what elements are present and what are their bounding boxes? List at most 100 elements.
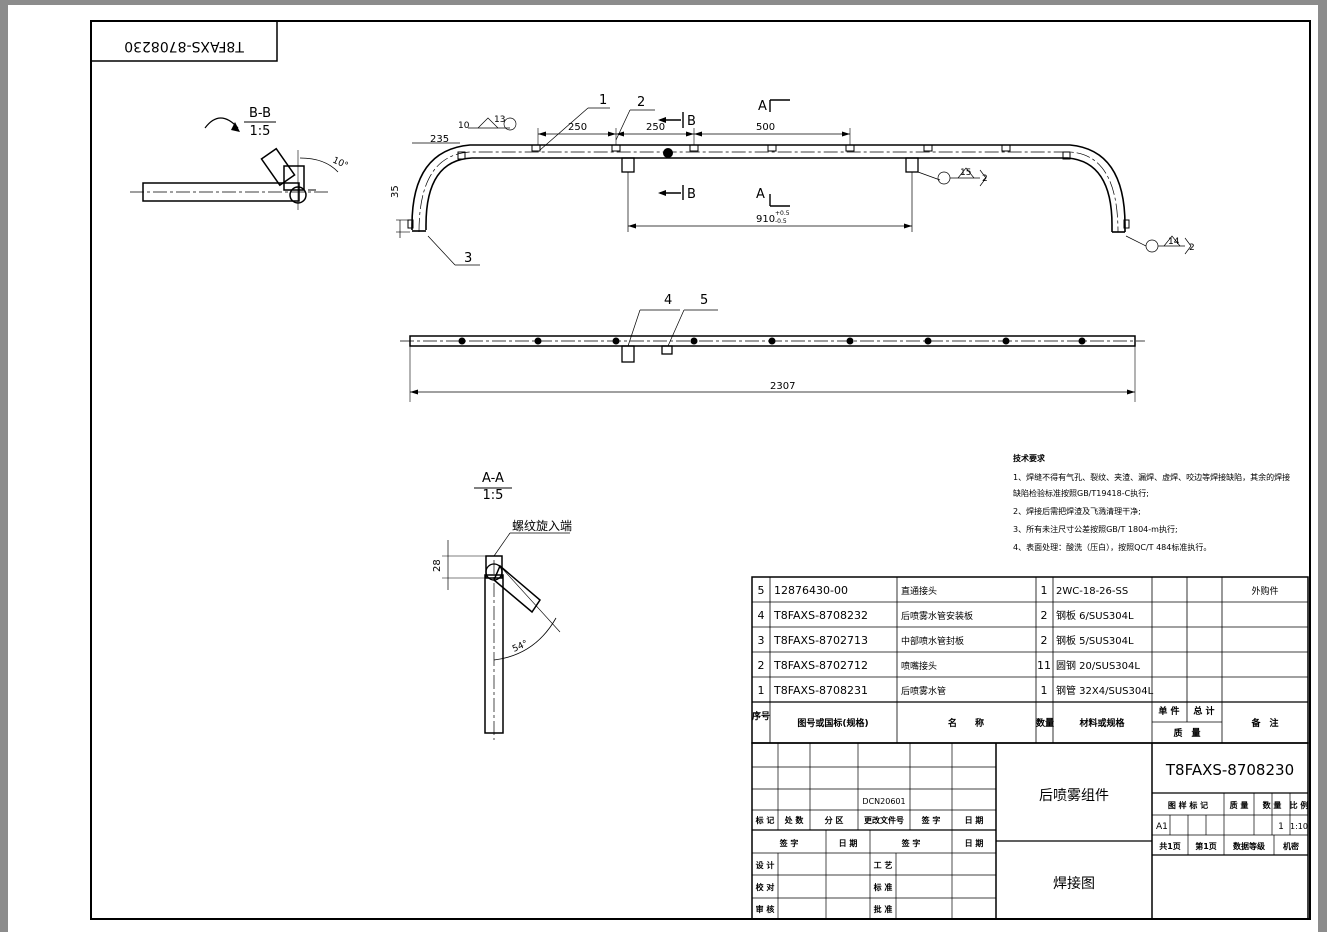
side-pipe-nozzles bbox=[458, 337, 1086, 345]
vertical-scrollbar[interactable] bbox=[1318, 0, 1327, 932]
attr-header-qty: 数 量 bbox=[1263, 800, 1282, 810]
section-b-top: B bbox=[687, 114, 696, 129]
bom-header-material: 材料或规格 bbox=[1078, 717, 1125, 729]
attr-header-mass: 质 量 bbox=[1230, 800, 1249, 810]
aa-thread-note: 螺纹旋入端 bbox=[512, 519, 572, 533]
drawing-border bbox=[90, 20, 1311, 920]
role-design: 设 计 bbox=[756, 860, 775, 870]
bom-cell-code: T8FAXS-8708232 bbox=[773, 609, 868, 622]
bom-cell-remark: 外购件 bbox=[1251, 585, 1278, 597]
balloon-4: 4 bbox=[664, 293, 672, 308]
dim-500: 500 bbox=[756, 122, 775, 133]
dim-910-tol-upper: +0.5 bbox=[775, 210, 790, 217]
section-b-bottom: B bbox=[687, 187, 696, 202]
rev-header-count: 处 数 bbox=[784, 815, 805, 825]
notes-line-4: 3、所有未注尺寸公差按照GB/T 1804-m执行; bbox=[1013, 524, 1178, 534]
drawing-type: 焊接图 bbox=[1053, 875, 1095, 892]
quantity-value: 1 bbox=[1278, 822, 1284, 832]
weld-size-14: 14 bbox=[1168, 237, 1180, 247]
bom-row: 4 T8FAXS-8708232 后喷雾水管安装板 2 钢板 6/SUS304L bbox=[758, 609, 1135, 622]
notes-line-3: 2、焊接后需把焊渣及飞溅清理干净; bbox=[1013, 506, 1141, 516]
bom-cell-no: 4 bbox=[758, 609, 765, 622]
date-header-2: 日 期 bbox=[965, 838, 984, 848]
bom-row: 1 T8FAXS-8708231 后喷雾水管 1 钢管 32X4/SUS304L bbox=[758, 684, 1154, 697]
top-frame bbox=[0, 0, 1327, 5]
dim-250b: 250 bbox=[646, 122, 665, 133]
role-approve: 批 准 bbox=[874, 904, 893, 914]
bb-view-scale: 1:5 bbox=[250, 124, 271, 139]
section-a-top: A bbox=[758, 99, 767, 114]
bom-header-name: 名 称 bbox=[948, 717, 984, 729]
classification: 机密 bbox=[1283, 841, 1299, 851]
aa-view-scale: 1:5 bbox=[483, 488, 504, 503]
main-pipe-view bbox=[396, 99, 1192, 266]
bom-header: 序号 图号或国标(规格) 名 称 数量 材料或规格 单 件 总 计 质 量 备 … bbox=[752, 705, 1279, 739]
bom-row: 3 T8FAXS-8702713 中部喷水管封板 2 钢板 5/SUS304L bbox=[758, 634, 1135, 647]
balloon-2: 2 bbox=[637, 95, 645, 110]
sign-header-1: 签 字 bbox=[779, 838, 799, 848]
data-level: 数据等级 bbox=[1233, 841, 1266, 851]
rev-header-mark: 标 记 bbox=[755, 815, 775, 825]
dim-35: 35 bbox=[390, 185, 401, 198]
dim-250a: 250 bbox=[568, 122, 587, 133]
bom-cell-material: 钢管 32X4/SUS304L bbox=[1056, 684, 1154, 697]
bom-cell-material: 圆钢 20/SUS304L bbox=[1056, 659, 1140, 672]
weld-size-13: 13 bbox=[494, 115, 505, 125]
title-block-text: DCN20601 标 记 处 数 分 区 更改文件号 签 字 日 期 签 字 日… bbox=[755, 761, 1309, 914]
corner-stamp: T8FAXS-8708230 bbox=[90, 20, 278, 62]
bom-cell-no: 5 bbox=[758, 584, 765, 597]
part-name: 后喷雾组件 bbox=[1039, 788, 1109, 804]
dim-910-tol-lower: -0.5 bbox=[775, 218, 787, 225]
section-view-aa bbox=[442, 487, 570, 740]
bom-cell-no: 3 bbox=[758, 634, 765, 647]
bom-cell-code: T8FAXS-8702713 bbox=[773, 634, 868, 647]
bom-header-no: 序号 bbox=[752, 710, 770, 722]
bom-cell-material: 2WC-18-26-SS bbox=[1056, 586, 1128, 597]
bom-cell-material: 钢板 5/SUS304L bbox=[1056, 634, 1134, 647]
section-a-bottom: A bbox=[756, 187, 765, 202]
bom-cell-no: 2 bbox=[758, 659, 765, 672]
weld-count-2a: 2 bbox=[982, 174, 988, 184]
sheet-number: 第1页 bbox=[1195, 841, 1217, 851]
bom-header-remark: 备 注 bbox=[1250, 717, 1278, 729]
balloon-1: 1 bbox=[599, 93, 607, 108]
weld-count-2b: 2 bbox=[1189, 243, 1195, 253]
rev-header-sign: 签 字 bbox=[921, 815, 941, 825]
bom-cell-material: 钢板 6/SUS304L bbox=[1056, 609, 1134, 622]
notes-line-5: 4、表面处理：酸洗（压白），按照QC/T 484标准执行。 bbox=[1013, 542, 1211, 552]
weld-size-10: 10 bbox=[458, 121, 470, 131]
bom-cell-code: T8FAXS-8702712 bbox=[773, 659, 868, 672]
left-frame bbox=[0, 0, 8, 932]
role-standard: 标 准 bbox=[873, 882, 893, 892]
bom-cell-qty: 2 bbox=[1041, 634, 1048, 647]
section-view-bb bbox=[130, 117, 339, 210]
rev-header-date: 日 期 bbox=[965, 815, 984, 825]
role-review: 审 核 bbox=[756, 904, 775, 914]
bom-cell-name: 直通接头 bbox=[901, 585, 937, 597]
technical-notes: 技术要求 1、焊缝不得有气孔、裂纹、夹渣、漏焊、虚焊、咬边等焊接缺陷，其余的焊接… bbox=[1013, 453, 1290, 552]
title-block bbox=[751, 742, 1309, 920]
scale-value: 1:10 bbox=[1290, 822, 1308, 831]
bom-cell-qty: 2 bbox=[1041, 609, 1048, 622]
dim-2307: 2307 bbox=[770, 381, 795, 392]
bom-rows: 5 12876430-00 直通接头 1 2WC-18-26-SS 外购件 4 … bbox=[758, 584, 1279, 697]
bom-cell-code: T8FAXS-8708231 bbox=[773, 684, 868, 697]
bom-cell-no: 1 bbox=[758, 684, 765, 697]
attr-header-sample-mark: 图 样 标 记 bbox=[1168, 800, 1208, 810]
bb-view-label: B-B bbox=[249, 106, 271, 121]
bom-cell-qty: 11 bbox=[1037, 659, 1051, 672]
bom-cell-name: 后喷雾水管 bbox=[901, 685, 946, 697]
bom-table bbox=[751, 576, 1309, 744]
dim-910: 910 bbox=[756, 214, 775, 225]
bom-header-total-mass: 总 计 bbox=[1193, 705, 1214, 717]
bom-header-code: 图号或国标(规格) bbox=[797, 717, 868, 729]
bom-header-mass: 质 量 bbox=[1173, 727, 1200, 739]
bom-header-unit-mass: 单 件 bbox=[1158, 705, 1179, 717]
sheets-total: 共1页 bbox=[1159, 841, 1181, 851]
weld-size-15: 15 bbox=[960, 168, 971, 178]
sheet-size: A1 bbox=[1156, 822, 1168, 832]
notes-title: 技术要求 bbox=[1013, 453, 1046, 463]
